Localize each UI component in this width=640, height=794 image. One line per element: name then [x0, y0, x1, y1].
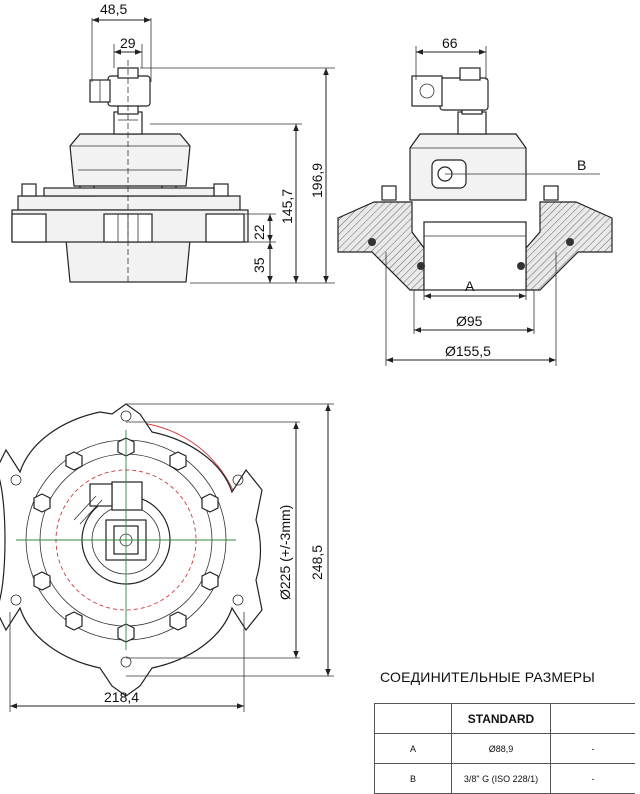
- connection-table: STANDARD A Ø88,9 - B 3/8" G (ISO 228/1) …: [374, 703, 635, 794]
- table-title: СОЕДИНИТЕЛЬНЫЕ РАЗМЕРЫ: [380, 669, 595, 685]
- dim-front-outlet: 35: [251, 257, 267, 273]
- table-cell-extra: -: [550, 763, 635, 794]
- dim-section-flange-diameter: Ø155,5: [445, 343, 491, 359]
- table-header-empty: [374, 703, 452, 734]
- table-cell-value: Ø88,9: [451, 733, 551, 764]
- label-port-a: A: [465, 278, 475, 294]
- dim-top-height: 248,5: [309, 545, 325, 580]
- table-row: A Ø88,9 -: [374, 733, 635, 764]
- dim-section-coil-width: 66: [442, 35, 458, 51]
- dim-top-bolt-circle: Ø225 (+/-3mm): [277, 505, 293, 600]
- table-header-standard: STANDARD: [451, 703, 551, 734]
- dim-front-height-mid: 145,7: [279, 189, 295, 224]
- table-cell-extra: -: [550, 733, 635, 764]
- dim-front-width-inner: 29: [120, 35, 136, 51]
- table-row: B 3/8" G (ISO 228/1) -: [374, 763, 635, 794]
- dim-front-width-outer: 48,5: [100, 1, 127, 17]
- top-view: 248,5 Ø225 (+/-3mm) 218,4: [0, 403, 334, 712]
- front-view: 48,5 29 196,9 145,7 22 35: [11, 1, 335, 285]
- section-view: 66 B A Ø95 Ø155,5: [337, 35, 613, 366]
- table-cell-key: B: [374, 763, 452, 794]
- label-port-b: B: [577, 157, 586, 173]
- dim-front-height-total: 196,9: [309, 163, 325, 198]
- table-cell-value: 3/8" G (ISO 228/1): [451, 763, 551, 794]
- table-cell-key: A: [374, 733, 452, 764]
- dim-section-bore: Ø95: [456, 313, 483, 329]
- dim-front-flange: 22: [251, 224, 267, 240]
- dim-top-width: 218,4: [104, 689, 139, 705]
- table-header-row: STANDARD: [374, 703, 635, 734]
- table-header-empty-2: [550, 703, 635, 734]
